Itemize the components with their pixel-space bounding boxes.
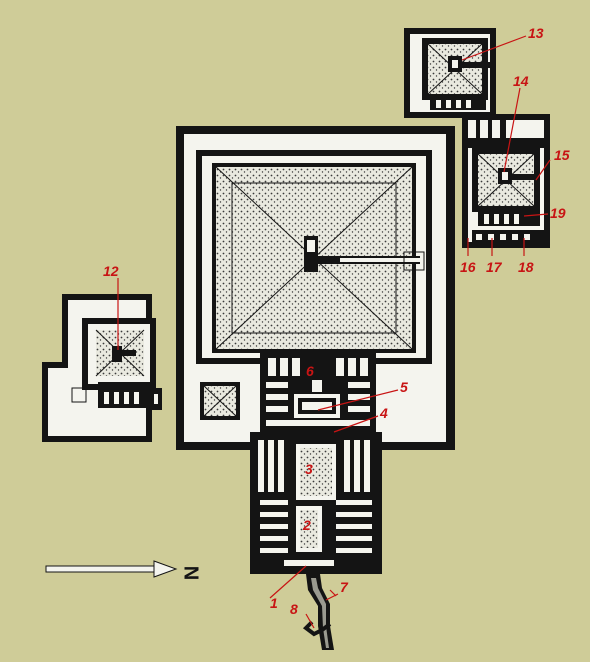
leader-lines	[117, 35, 551, 629]
label-12: 12	[103, 263, 119, 279]
outer-temple	[250, 432, 382, 574]
label-2: 2	[302, 517, 311, 533]
cult-pyramid	[200, 382, 240, 420]
label-14: 14	[513, 73, 529, 89]
north-label: N	[180, 566, 202, 580]
magazines-right	[336, 440, 372, 553]
label-7: 7	[340, 579, 349, 595]
queen-complex-14	[462, 142, 550, 248]
label-5: 5	[400, 379, 408, 395]
label-3: 3	[305, 461, 313, 477]
plan-labels: 1 2 3 4 5 6 7 8 12 13 14 15 16 17 18 19	[103, 25, 570, 617]
mortuary-temple-inner	[260, 352, 376, 432]
label-1: 1	[270, 595, 278, 611]
label-15: 15	[554, 147, 570, 163]
label-16: 16	[460, 259, 476, 275]
label-17: 17	[486, 259, 503, 275]
queen-complex-12	[42, 294, 162, 442]
label-8: 8	[290, 601, 298, 617]
connecting-court	[462, 114, 550, 144]
queen-complex-13	[404, 28, 496, 118]
north-arrow	[45, 560, 178, 578]
label-4: 4	[379, 405, 388, 421]
causeway	[302, 574, 334, 650]
label-6: 6	[306, 363, 314, 379]
magazines-left	[258, 440, 288, 553]
main-pyramid	[212, 163, 425, 353]
label-13: 13	[528, 25, 544, 41]
label-18: 18	[518, 259, 534, 275]
label-19: 19	[550, 205, 566, 221]
